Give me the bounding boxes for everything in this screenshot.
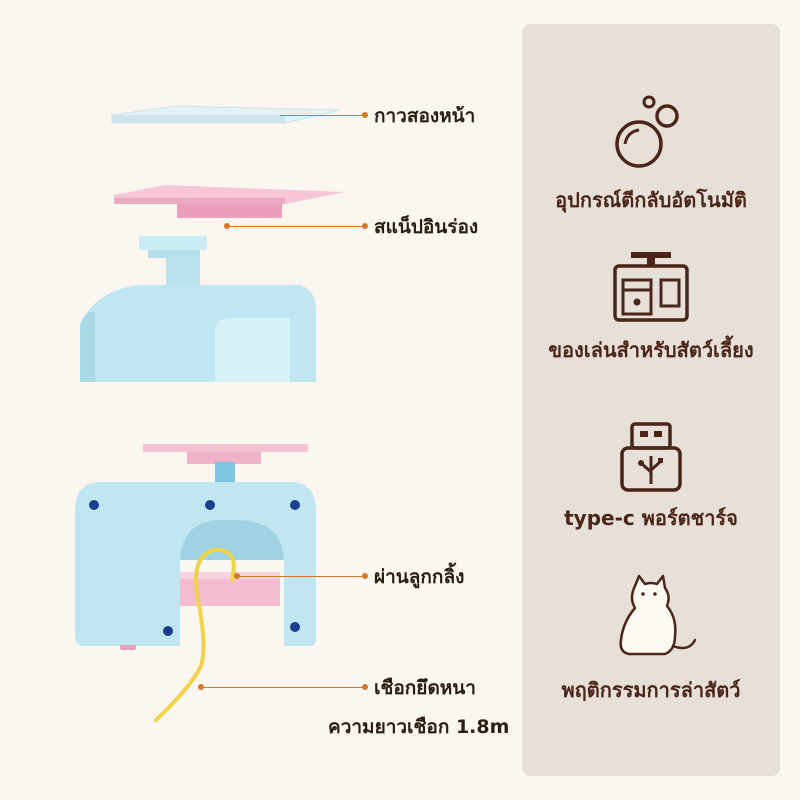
feature-type-c: type-c พอร์ตชาร์จ xyxy=(522,422,780,534)
pet-toy-drawer-icon xyxy=(613,252,689,322)
lower-plate xyxy=(143,444,308,484)
feature-type-c-label: type-c พอร์ตชาร์จ xyxy=(564,506,738,530)
feature-auto-rebound: อุปกรณ์ตีกลับอัตโนมัติ xyxy=(522,94,780,216)
callout-snap-in-label: สแน็ปอินร่อง xyxy=(374,216,479,238)
rope-length-note: ความยาวเชือก 1.8m xyxy=(328,716,510,738)
snap-plate xyxy=(114,185,345,218)
screw-icon xyxy=(89,500,99,510)
device-frame xyxy=(75,482,316,650)
rope xyxy=(154,547,236,722)
bubbles-icon xyxy=(615,95,679,168)
callout-adhesive-label: กาวสองหน้า xyxy=(374,105,476,127)
usb-charger-icon xyxy=(620,422,682,492)
adhesive-pad xyxy=(111,105,341,124)
callout-roller-label: ผ่านลูกกลิ้ง xyxy=(374,566,465,588)
screw-icon xyxy=(290,500,300,510)
feature-auto-rebound-label: อุปกรณ์ตีกลับอัตโนมัติ xyxy=(555,188,747,212)
feature-hunting: พฤติกรรมการล่าสัตว์ xyxy=(522,574,780,706)
device-illustration xyxy=(75,105,345,722)
feature-pet-toy-label: ของเล่นสำหรับสัตว์เลี้ยง xyxy=(548,338,754,362)
screw-icon xyxy=(163,626,173,636)
screw-icon xyxy=(290,622,300,632)
callout-rope-label: เชือกยึดหนา xyxy=(374,677,476,699)
feature-panel: อุปกรณ์ตีกลับอัตโนมัติ ของเล่นสำหรับสัตว… xyxy=(522,24,780,776)
cat-icon xyxy=(619,574,697,656)
feature-hunting-label: พฤติกรรมการล่าสัตว์ xyxy=(561,678,741,702)
feature-pet-toy: ของเล่นสำหรับสัตว์เลี้ยง xyxy=(522,250,780,366)
device-upper-block xyxy=(80,236,316,382)
screw-icon xyxy=(205,500,215,510)
